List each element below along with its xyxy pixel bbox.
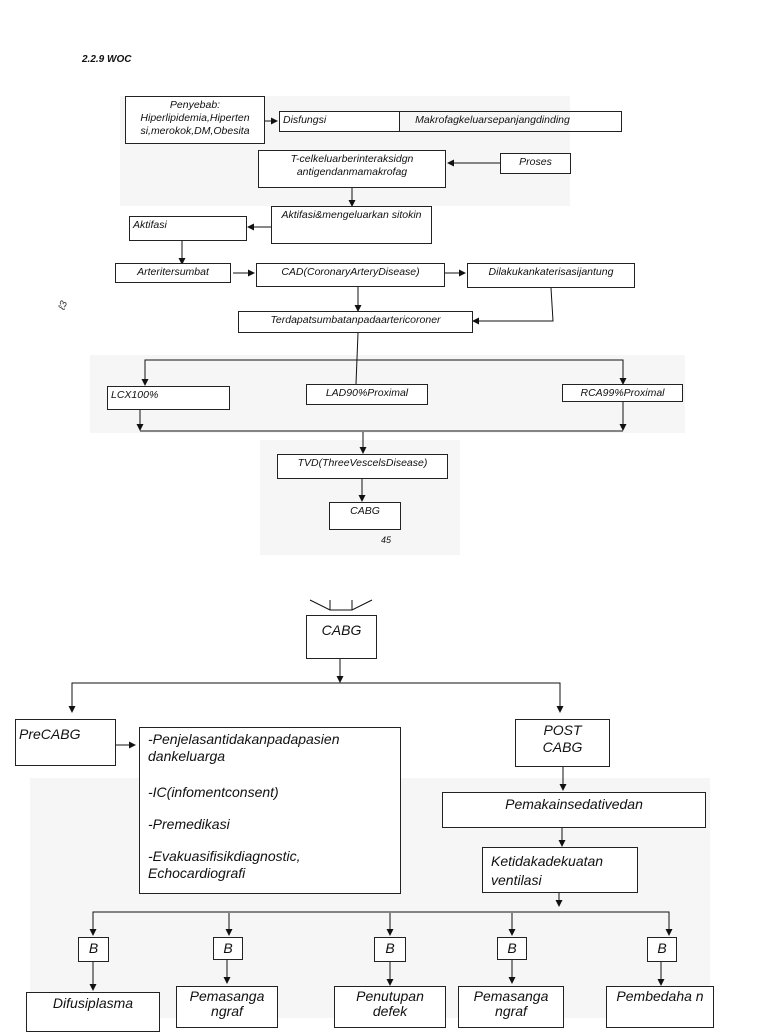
node-macrophage: Makrofagkeluarsepanjangdinding <box>364 111 622 132</box>
node-surgery: Pembedaha n <box>606 986 714 1028</box>
node-catheterization: Dilakukankaterisasijantung <box>467 263 635 288</box>
node-coronary-blockage: Terdapatsumbatanpadaartericoroner <box>238 311 473 333</box>
node-b-3: B <box>374 937 406 962</box>
node-rca: RCA99%Proximal <box>562 384 683 402</box>
pre-step-evaluation: -Evakuasifisikdiagnostic, Echocardiograf… <box>148 848 301 881</box>
node-process: Proses <box>500 153 571 174</box>
ventilation-line1: Ketidakadekuatan <box>491 853 604 869</box>
node-dysfunction: Disfungsi <box>279 111 400 132</box>
node-tvd: TVD(ThreeVescelsDisease) <box>277 454 448 479</box>
node-plasma-diffusion: Difusiplasma <box>26 992 160 1032</box>
section-heading: 2.2.9 WOC <box>82 54 132 65</box>
node-b-2: B <box>213 937 243 960</box>
pre-step-consent: -IC(infomentconsent) <box>148 784 279 800</box>
node-graft-2: Pemasanga ngraf <box>458 986 564 1028</box>
node-b-1: B <box>78 937 109 962</box>
post-cabg-line2: CABG <box>542 739 583 755</box>
page-number: 45 <box>381 535 392 545</box>
node-pre-cabg: PreCABG <box>15 719 116 766</box>
node-post-cabg: POST CABG <box>515 719 610 767</box>
node-b-4: B <box>497 937 527 960</box>
node-lad: LAD90%Proximal <box>306 384 428 405</box>
node-graft-1: Pemasanga ngraf <box>176 986 278 1028</box>
node-defect-closure: Penutupan defek <box>334 986 446 1028</box>
node-artery-blocked: Arteritersumbat <box>115 263 231 283</box>
node-pre-cabg-steps: -Penjelasantidakanpadapasien dankeluarga… <box>139 727 401 894</box>
pre-step-premedication: -Premedikasi <box>148 816 230 832</box>
node-inadequate-ventilation: Ketidakadekuatan ventilasi <box>482 847 638 893</box>
node-sedative: Pemakainsedativedan <box>442 792 706 828</box>
pre-step-explanation: -Penjelasantidakanpadapasien dankeluarga <box>148 731 340 764</box>
node-cabg-top: CABG <box>329 502 401 530</box>
node-tcell: T-celkeluarberinteraksidgn antigendanmam… <box>258 150 446 188</box>
node-cad: CAD(CoronaryArteryDisease) <box>256 263 445 287</box>
post-cabg-line1: POST <box>543 722 582 738</box>
node-cause: Penyebab: Hiperlipidemia,Hiperten si,mer… <box>125 96 265 144</box>
node-cytokine: Aktifasi&mengeluarkan sitokin <box>271 206 432 244</box>
node-activation: Aktifasi <box>129 216 247 241</box>
ventilation-line2: ventilasi <box>491 872 542 888</box>
node-lcx: LCX100% <box>107 386 230 410</box>
node-cabg-main: CABG <box>306 615 377 659</box>
node-b-5: B <box>647 937 677 962</box>
